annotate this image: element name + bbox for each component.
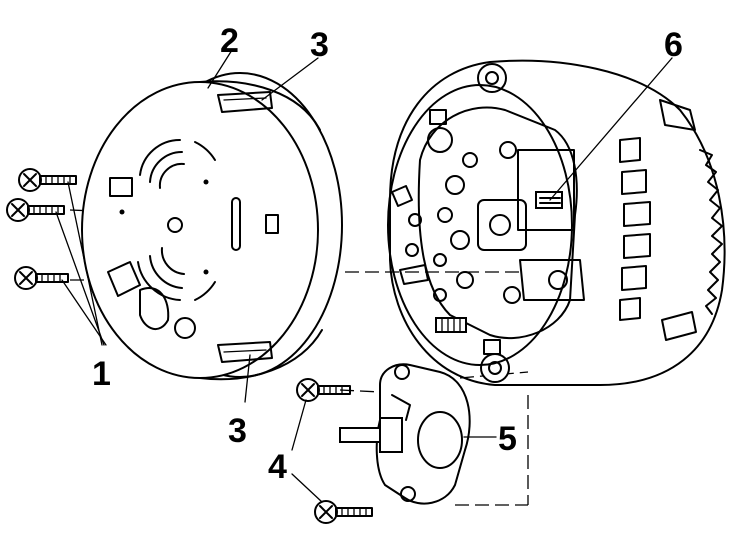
regulator-screws bbox=[296, 378, 373, 524]
callout-cover-clip-bottom: 3 bbox=[228, 412, 247, 450]
cover-screws bbox=[6, 168, 77, 290]
regulator-screw-top bbox=[296, 378, 351, 402]
callout-regulator-screws: 4 bbox=[268, 448, 287, 486]
callout-cover-clip-top: 3 bbox=[310, 26, 329, 64]
regulator-screw-bottom bbox=[314, 500, 373, 524]
rear-cover bbox=[81, 72, 343, 381]
callout-brush-holder: 6 bbox=[664, 26, 683, 64]
cover-clip-top-shape bbox=[217, 91, 273, 113]
callout-labels: 1 2 3 3 4 5 6 bbox=[92, 22, 683, 486]
brush-holder bbox=[499, 141, 585, 304]
cooling-fins bbox=[619, 99, 697, 341]
cover-clip-bottom-shape bbox=[217, 341, 273, 363]
voltage-regulator bbox=[339, 363, 471, 505]
screw-bottom bbox=[14, 266, 69, 290]
alternator-body bbox=[387, 59, 726, 386]
screw-middle bbox=[6, 198, 65, 222]
callout-rear-cover: 2 bbox=[220, 22, 239, 60]
leader-lines bbox=[55, 49, 673, 503]
screw-top bbox=[18, 168, 77, 192]
callout-voltage-regulator: 5 bbox=[498, 420, 517, 458]
callout-screws: 1 bbox=[92, 355, 111, 393]
